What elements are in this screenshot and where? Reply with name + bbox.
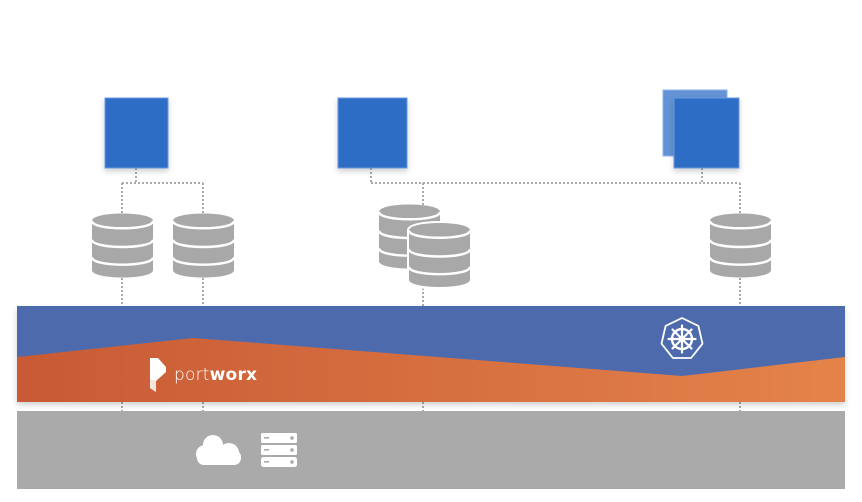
portworx-brand: portworx	[148, 356, 257, 394]
database-icon[interactable]	[409, 222, 470, 288]
connector-below-layer	[121, 402, 741, 411]
brand-bold: worx	[209, 365, 258, 385]
applications	[104, 89, 740, 169]
portworx-logo-icon	[150, 358, 166, 392]
connector-app-2	[370, 168, 741, 214]
app-box-2[interactable]	[337, 97, 408, 169]
database-icon[interactable]	[173, 213, 234, 278]
kubernetes-helm-icon	[660, 317, 704, 359]
database-icon[interactable]	[92, 213, 153, 278]
database-icon[interactable]	[710, 213, 771, 278]
app-box-3[interactable]	[673, 97, 740, 169]
infrastructure-layer	[17, 411, 845, 489]
cloud-icon	[196, 435, 241, 465]
connector-lines	[121, 168, 741, 411]
databases	[92, 204, 771, 290]
portworx-layer	[17, 338, 845, 402]
connector-app-1	[121, 168, 204, 214]
connector-db-down	[121, 278, 741, 306]
portworx-wordmark: portworx	[174, 365, 257, 385]
platform-band	[17, 306, 845, 402]
server-rack-icon	[261, 433, 297, 467]
brand-light: port	[174, 365, 210, 385]
app-box-1[interactable]	[104, 97, 169, 169]
